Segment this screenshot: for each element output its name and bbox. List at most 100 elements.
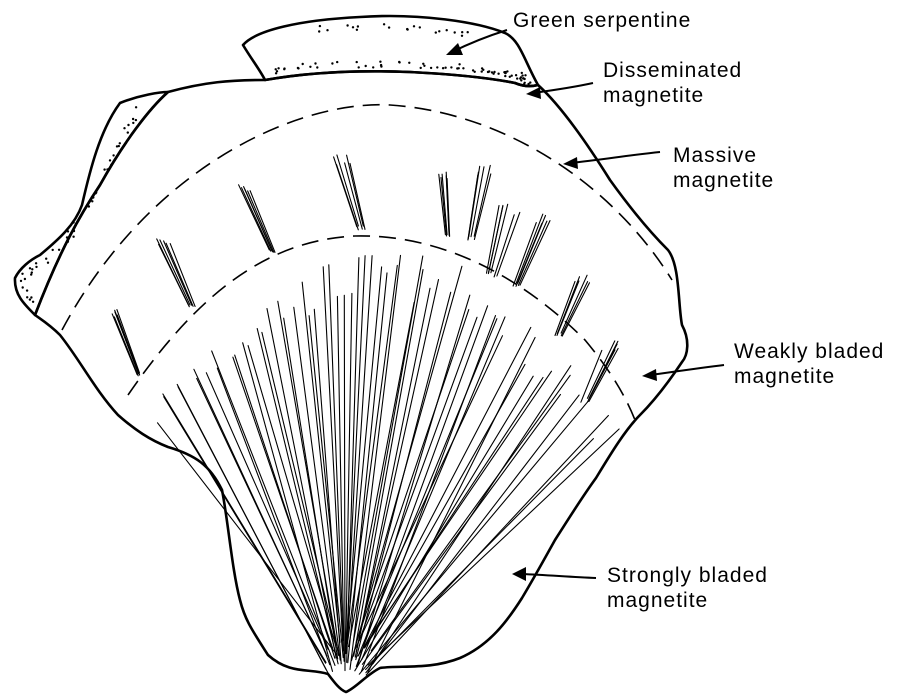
magnetite-dot: [132, 122, 134, 124]
magnetite-dot: [487, 71, 489, 73]
weak-blade: [513, 223, 536, 286]
arrowhead-massive-magnetite: [563, 157, 578, 169]
label-massive-line1: Massive: [673, 143, 774, 168]
magnetite-dot: [408, 62, 410, 64]
magnetite-dot: [461, 31, 463, 33]
magnetite-dot: [509, 76, 511, 78]
magnetite-dot: [365, 65, 367, 67]
weak-blade: [112, 314, 137, 375]
magnetite-dot: [331, 62, 333, 64]
label-massive-magnetite: Massive magnetite: [673, 143, 774, 193]
strong-blade: [344, 295, 345, 670]
magnetite-dot: [72, 221, 74, 223]
leader-massive-magnetite: [570, 152, 660, 163]
weak-blade: [248, 191, 274, 252]
magnetite-dot: [277, 67, 279, 69]
magnetite-dot: [127, 131, 129, 133]
magnetite-dot: [420, 67, 422, 69]
weak-blade: [488, 205, 503, 273]
magnetite-dot: [47, 262, 49, 264]
magnetite-dot: [521, 74, 523, 76]
magnetite-dot: [379, 61, 381, 63]
strong-blade: [212, 351, 335, 665]
weak-blade: [160, 240, 190, 305]
magnetite-dot: [356, 29, 358, 31]
magnetite-dot: [492, 73, 494, 75]
magnetite-dot: [516, 77, 518, 79]
magnetite-dot: [504, 75, 506, 77]
magnetite-dot: [423, 65, 425, 67]
label-weakly-line1: Weakly bladed: [734, 339, 884, 364]
magnetite-dot: [318, 30, 320, 32]
magnetite-dot: [461, 35, 463, 37]
magnetite-dot: [30, 296, 32, 298]
magnetite-dot: [112, 154, 114, 156]
strong-blade: [257, 329, 338, 664]
magnetite-dot: [467, 31, 469, 33]
strong-blade: [355, 376, 533, 671]
magnetite-dot: [20, 280, 22, 282]
magnetite-dot: [454, 31, 456, 33]
label-disseminated-line2: magnetite: [603, 83, 742, 108]
magnetite-dot: [357, 25, 359, 27]
magnetite-dot: [346, 24, 348, 26]
magnetite-dot: [316, 66, 318, 68]
label-green-serpentine: Green serpentine: [513, 8, 691, 33]
magnetite-dot: [118, 145, 120, 147]
strong-blade: [366, 416, 608, 676]
weak-blade: [516, 214, 542, 283]
magnetite-dot: [442, 67, 444, 69]
magnetite-dot: [372, 66, 374, 68]
label-strongly-line2: magnetite: [607, 588, 768, 613]
strong-blade: [294, 307, 340, 660]
magnetite-dot: [132, 118, 134, 120]
magnetite-dot: [472, 69, 474, 71]
magnetite-dot: [302, 63, 304, 65]
magnetite-dot: [29, 298, 31, 300]
label-strongly-line1: Strongly bladed: [607, 563, 768, 588]
magnetite-dot: [32, 301, 34, 303]
strong-blade: [302, 282, 340, 642]
weak-blade: [117, 315, 139, 375]
magnetite-dot: [275, 72, 277, 74]
magnetite-dot: [520, 79, 522, 81]
weak-blade: [589, 349, 618, 402]
magnetite-dot: [103, 168, 105, 170]
magnetite-dot: [398, 61, 400, 63]
label-massive-line2: magnetite: [673, 168, 774, 193]
magnetite-dot: [521, 72, 523, 74]
magnetite-dot: [356, 61, 358, 63]
magnetite-dot: [297, 67, 299, 69]
arrowhead-strongly-bladed-magnetite: [512, 567, 526, 581]
magnetite-dot: [67, 230, 69, 232]
strong-blade: [371, 375, 570, 651]
label-strongly-bladed-magnetite: Strongly bladed magnetite: [607, 563, 768, 613]
magnetite-dot: [309, 66, 311, 68]
magnetite-dot: [275, 68, 277, 70]
magnetite-dot: [406, 28, 408, 30]
magnetite-dot: [529, 81, 531, 83]
magnetite-dot: [123, 127, 125, 129]
magnetite-dot: [436, 66, 438, 68]
magnetite-dot: [45, 258, 47, 260]
magnetite-dot: [26, 289, 28, 291]
strong-blade: [355, 336, 503, 650]
magnetite-dot: [283, 68, 285, 70]
magnetite-dot: [413, 25, 415, 27]
magnetite-dot: [435, 31, 437, 33]
magnetite-dot: [504, 72, 506, 74]
magnetite-dot: [336, 61, 338, 63]
magnetite-dot: [446, 29, 448, 31]
magnetite-dot: [380, 65, 382, 67]
magnetite-dot: [481, 67, 483, 69]
magnetite-dot: [24, 278, 26, 280]
magnetite-dot: [135, 106, 137, 108]
weak-blade: [245, 190, 273, 252]
strong-blade: [359, 401, 588, 674]
magnetite-dot: [119, 142, 121, 144]
strong-blade: [356, 280, 438, 652]
disseminated-magnetite-dots: [20, 23, 532, 303]
magnetite-dot: [319, 25, 321, 27]
strong-blade: [362, 394, 560, 664]
magnetite-dot: [52, 249, 54, 251]
